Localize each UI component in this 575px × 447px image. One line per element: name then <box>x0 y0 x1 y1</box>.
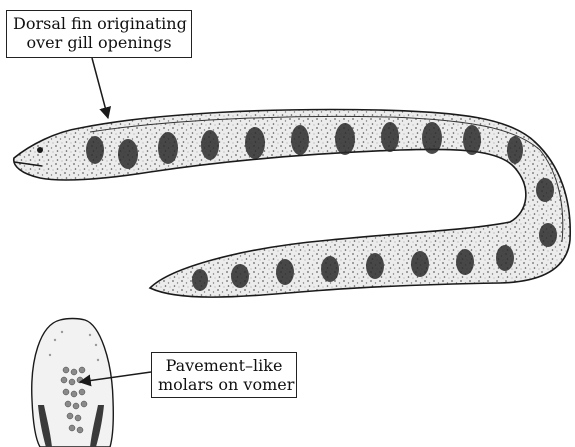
molars-callout-line2: molars on vomer <box>158 375 290 394</box>
jaw-detail-illustration <box>32 319 114 447</box>
eel-illustration <box>14 110 570 298</box>
dorsal-fin-callout: Dorsal fin originating over gill opening… <box>6 10 192 58</box>
molars-callout: Pavement–like molars on vomer <box>151 352 297 398</box>
molars-callout-line1: Pavement–like <box>158 356 290 375</box>
eel-eye <box>37 147 43 153</box>
dorsal-fin-callout-line2: over gill openings <box>13 33 185 52</box>
dorsal-fin-callout-line1: Dorsal fin originating <box>13 14 185 33</box>
dorsal-fin-arrow <box>92 58 108 118</box>
